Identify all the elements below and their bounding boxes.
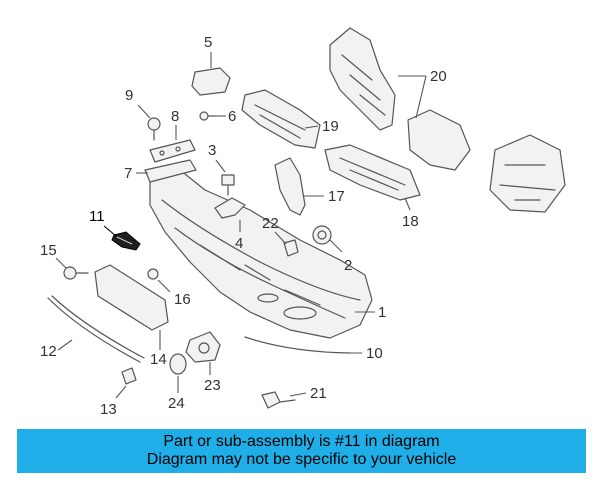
banner-line-disclaimer: Diagram may not be specific to your vehi… bbox=[146, 451, 457, 468]
clip bbox=[199, 111, 216, 121]
wiring-21 bbox=[261, 391, 296, 409]
banner-line-part: Part or sub-assembly is #11 in diagram bbox=[163, 433, 440, 450]
callout-24: 24 bbox=[168, 395, 185, 412]
part-11-highlighted bbox=[111, 231, 141, 251]
parts-diagram: 1 2 3 4 5 6 7 8 9 10 11 12 13 14 15 16 1… bbox=[40, 27, 566, 418]
callout-15: 15 bbox=[40, 242, 57, 259]
callout-8: 8 bbox=[171, 108, 179, 125]
callout-3: 3 bbox=[208, 142, 216, 159]
bolt-3 bbox=[221, 174, 235, 196]
screw-15 bbox=[63, 266, 89, 280]
callout-17: 17 bbox=[328, 188, 345, 205]
clip-13 bbox=[121, 367, 137, 385]
callout-14: 14 bbox=[150, 351, 167, 368]
callout-7: 7 bbox=[124, 165, 132, 182]
callout-1: 1 bbox=[378, 304, 386, 321]
molding-10 bbox=[244, 336, 351, 354]
callout-18: 18 bbox=[402, 213, 419, 230]
callout-12: 12 bbox=[40, 343, 57, 360]
license-plate-bracket bbox=[94, 264, 169, 331]
horn bbox=[312, 225, 332, 245]
callout-23: 23 bbox=[204, 377, 221, 394]
mount-bracket bbox=[191, 67, 231, 96]
callout-4: 4 bbox=[235, 235, 243, 252]
bumper-bracket bbox=[241, 89, 321, 149]
support-strip bbox=[144, 159, 197, 183]
callout-11: 11 bbox=[89, 208, 105, 225]
callout-21: 21 bbox=[310, 385, 327, 402]
callout-5: 5 bbox=[204, 34, 212, 51]
callout-22: 22 bbox=[262, 215, 279, 232]
callout-16: 16 bbox=[174, 291, 191, 308]
callout-13: 13 bbox=[100, 401, 117, 418]
callout-6: 6 bbox=[228, 108, 236, 125]
callout-19: 19 bbox=[322, 118, 339, 135]
grommet-24 bbox=[169, 353, 187, 375]
impact-bar-assembly bbox=[324, 27, 566, 213]
callout-10: 10 bbox=[366, 345, 383, 362]
clip-4 bbox=[214, 197, 246, 219]
info-banner: Part or sub-assembly is #11 in diagram D… bbox=[17, 429, 586, 473]
sensor-housing bbox=[185, 331, 221, 363]
bolt bbox=[147, 117, 161, 141]
molding-strip bbox=[47, 295, 145, 363]
fastener-22 bbox=[283, 239, 299, 257]
grommet-16 bbox=[147, 268, 159, 280]
callout-20: 20 bbox=[430, 68, 447, 85]
callout-2: 2 bbox=[344, 257, 352, 274]
mounting-strip bbox=[149, 139, 196, 163]
callout-9: 9 bbox=[125, 87, 133, 104]
side-bracket bbox=[274, 157, 306, 216]
